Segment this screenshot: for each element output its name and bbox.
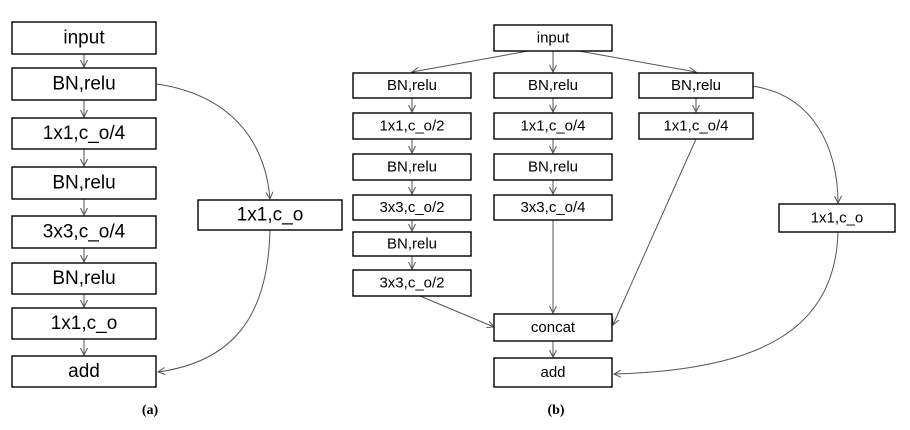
node-b1-conv-3x3-2-label: 3x3,c_o/2 [379, 275, 444, 292]
node-b3-conv-1x1-label: 1x1,c_o/4 [663, 118, 728, 135]
node-b1-bn-relu-1: BN,relu [352, 72, 472, 99]
node-a-conv-1x1-2-label: 1x1,c_o [51, 313, 118, 334]
node-a-conv-1x1-1: 1x1,c_o/4 [11, 117, 157, 150]
edge-a-bn1-shortcut [156, 83, 270, 199]
node-a-conv-1x1-2: 1x1,c_o [11, 307, 157, 340]
node-b3-bn-relu-1: BN,relu [638, 72, 754, 99]
node-a-conv-1x1-1-label: 1x1,c_o/4 [43, 123, 126, 144]
node-b2-bn-relu-2: BN,relu [493, 153, 613, 181]
node-b2-conv-3x3-label: 3x3,c_o/4 [520, 199, 585, 216]
node-b3-bn-relu-1-label: BN,relu [671, 77, 721, 94]
node-b2-conv-1x1: 1x1,c_o/4 [493, 112, 613, 140]
caption-b: (b) [547, 403, 564, 418]
node-b-input: input [493, 24, 613, 52]
node-b1-bn-relu-2: BN,relu [352, 153, 472, 181]
node-a-shortcut-label: 1x1,c_o [237, 205, 304, 226]
node-a-bn-relu-2: BN,relu [11, 166, 157, 200]
node-a-bn-relu-2-label: BN,relu [52, 173, 115, 194]
edge-a-shortcut-add [158, 229, 271, 372]
node-a-conv-3x3-label: 3x3,c_o/4 [43, 222, 126, 243]
node-b1-bn-relu-1-label: BN,relu [387, 77, 437, 94]
node-b-input-label: input [537, 30, 570, 47]
node-b1-conv-1x1-label: 1x1,c_o/2 [379, 118, 444, 135]
caption-a: (a) [142, 403, 159, 418]
edge-b-input-branch3 [561, 47, 696, 72]
node-a-bn-relu-3-label: BN,relu [52, 268, 115, 289]
node-b2-bn-relu-2-label: BN,relu [528, 159, 578, 176]
edge-b-input-branch1 [412, 47, 546, 72]
node-a-input: input [11, 21, 157, 55]
diagram-a-edges [84, 54, 270, 372]
node-b-shortcut-label: 1x1,c_o [811, 210, 864, 227]
edge-b-shortcut-add [614, 231, 839, 374]
node-b3-conv-1x1: 1x1,c_o/4 [638, 112, 754, 140]
edge-b3-conv1-concat [613, 138, 697, 325]
node-b1-bn-relu-3: BN,relu [352, 231, 472, 257]
node-a-shortcut: 1x1,c_o [197, 199, 343, 231]
node-a-add: add [11, 355, 157, 388]
node-a-input-label: input [63, 28, 105, 49]
node-b-concat: concat [493, 313, 613, 342]
diagram-b-edges [412, 47, 839, 374]
node-b-shortcut: 1x1,c_o [778, 203, 896, 233]
node-b1-conv-3x3-2: 3x3,c_o/2 [352, 269, 472, 297]
node-b2-conv-3x3: 3x3,c_o/4 [493, 194, 613, 221]
node-a-bn-relu-1: BN,relu [11, 67, 157, 101]
node-b2-bn-relu-1: BN,relu [493, 72, 613, 99]
node-b1-bn-relu-2-label: BN,relu [387, 159, 437, 176]
node-a-bn-relu-1-label: BN,relu [52, 74, 115, 95]
node-b-concat-label: concat [531, 319, 576, 336]
node-b2-bn-relu-1-label: BN,relu [528, 77, 578, 94]
edge-b-bn1-shortcut [751, 85, 838, 203]
node-b-add-label: add [540, 364, 565, 381]
node-a-bn-relu-3: BN,relu [11, 262, 157, 295]
node-b1-bn-relu-3-label: BN,relu [387, 236, 437, 253]
node-b-add: add [493, 357, 613, 388]
node-b1-conv-3x3-1-label: 3x3,c_o/2 [379, 199, 444, 216]
node-b1-conv-1x1: 1x1,c_o/2 [352, 112, 472, 140]
edge-b1-conv3-concat [419, 295, 494, 327]
node-a-add-label: add [68, 361, 100, 382]
node-a-conv-3x3: 3x3,c_o/4 [11, 215, 157, 249]
node-b2-conv-1x1-label: 1x1,c_o/4 [520, 118, 585, 135]
node-b1-conv-3x3-1: 3x3,c_o/2 [352, 194, 472, 221]
